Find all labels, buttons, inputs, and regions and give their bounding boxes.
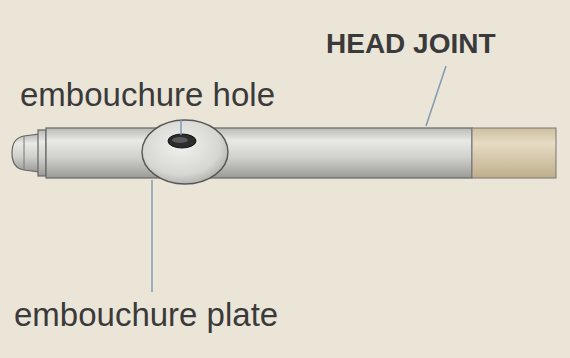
leader-line	[426, 66, 446, 126]
embouchure-plate-shape	[142, 120, 228, 184]
part-name: embouchure hole	[20, 76, 275, 114]
tube	[46, 128, 472, 178]
hole-shadow	[172, 137, 188, 143]
leader-line	[180, 119, 182, 135]
leader-line	[151, 180, 153, 292]
embouchure-hole-shape	[168, 134, 196, 148]
part-heading: HEAD JOINT	[326, 28, 496, 60]
crown	[12, 134, 40, 172]
crown-edge	[24, 136, 25, 170]
tenon	[472, 128, 556, 178]
part-name: embouchure plate	[14, 296, 278, 334]
crown-ring	[38, 130, 46, 176]
